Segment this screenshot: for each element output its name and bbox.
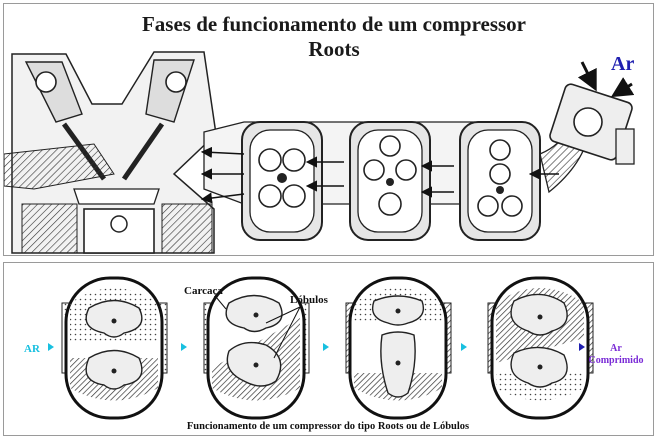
inlet-label: AR xyxy=(24,343,41,355)
casing-label: Carcaça xyxy=(184,285,223,297)
figure-title-line1: Fases de funcionamento de um compressor xyxy=(142,12,526,36)
lobes-label: Lóbulos xyxy=(290,294,329,306)
inlet-arrow xyxy=(48,343,54,351)
lobe-compressor-phases-figure: AR Carcaça Lóbulos Ar Comprimido Funcion… xyxy=(3,262,654,436)
air-inlet-arrow-2 xyxy=(616,84,632,94)
compressor-stage-3 xyxy=(460,122,540,240)
compressor-stage-1 xyxy=(242,122,322,240)
engine-cylinder-head xyxy=(4,52,216,253)
figure-caption: Funcionamento de um compressor do tipo R… xyxy=(187,421,469,432)
figure-title-line2: Roots xyxy=(308,37,359,61)
outlet-label-line2: Comprimido xyxy=(589,355,644,366)
outlet-label-line1: Ar xyxy=(610,343,622,354)
phase-4-compressor xyxy=(488,278,593,418)
phase-arrow-1 xyxy=(181,343,187,351)
compressor-stage-2 xyxy=(350,122,430,240)
phase-arrow-2 xyxy=(323,343,329,351)
air-inlet-label: Ar xyxy=(611,53,634,75)
phase-1-compressor xyxy=(62,278,167,418)
engine-compressor-drawing: Fases de funcionamento de um compressor … xyxy=(4,4,653,255)
phase-arrow-3 xyxy=(461,343,467,351)
air-inlet-arrow-1 xyxy=(582,62,594,86)
engine-compressor-figure: Fases de funcionamento de um compressor … xyxy=(3,3,654,256)
lobe-phases-drawing: AR Carcaça Lóbulos Ar Comprimido Funcion… xyxy=(4,263,653,435)
phase-3-compressor xyxy=(346,278,451,418)
air-intake-duct xyxy=(540,83,634,192)
